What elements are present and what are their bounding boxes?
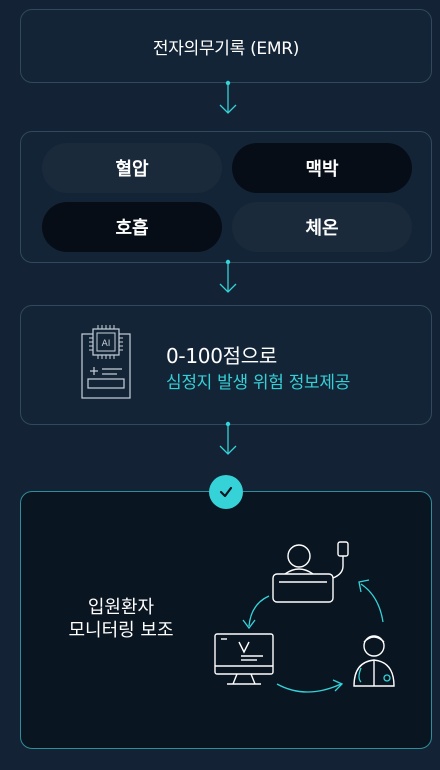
vital-pill-respiration: 호흡: [42, 202, 222, 252]
arrow-down-icon: [219, 421, 237, 455]
vital-pill-temperature: 체온: [232, 202, 412, 252]
vital-label: 호흡: [115, 218, 149, 239]
monitoring-cycle-illustration: [214, 541, 395, 693]
monitoring-title-line1: 입원환자: [87, 597, 155, 618]
check-icon: [209, 475, 243, 509]
computer-monitor-icon: [214, 633, 274, 685]
ai-chip-label: AI: [102, 339, 111, 349]
ai-score-text: 0-100점으로: [166, 344, 277, 368]
monitoring-box: 입원환자 모니터링 보조: [20, 491, 432, 749]
doctor-icon: [353, 635, 395, 687]
vital-label: 혈압: [115, 159, 149, 180]
ai-chip-document-icon: AI: [81, 325, 131, 399]
ai-info-text: 심정지 발생 위험 정보제공: [166, 373, 351, 393]
emr-box: 전자의무기록 (EMR): [20, 9, 432, 83]
cycle-arrow-right: [360, 583, 384, 623]
ai-analysis-box: AI 0-100점으로 심정지 발생 위험 정보제공: [20, 305, 432, 425]
vital-pill-blood-pressure: 혈압: [42, 143, 222, 193]
vital-label: 맥박: [305, 159, 339, 180]
vital-pill-pulse: 맥박: [232, 143, 412, 193]
patient-bed-icon: [272, 541, 349, 603]
emr-label: 전자의무기록 (EMR): [152, 38, 300, 59]
arrow-down-icon: [219, 80, 237, 114]
arrow-down-icon: [219, 259, 237, 293]
monitoring-title-line2: 모니터링 보조: [68, 620, 174, 641]
vital-label: 체온: [305, 218, 339, 239]
cycle-arrow-bottom: [276, 683, 342, 693]
monitoring-title: 입원환자 모니터링 보조: [21, 596, 221, 642]
vitals-box: 혈압 맥박 호흡 체온: [20, 131, 432, 263]
cycle-arrow-left: [248, 595, 270, 627]
